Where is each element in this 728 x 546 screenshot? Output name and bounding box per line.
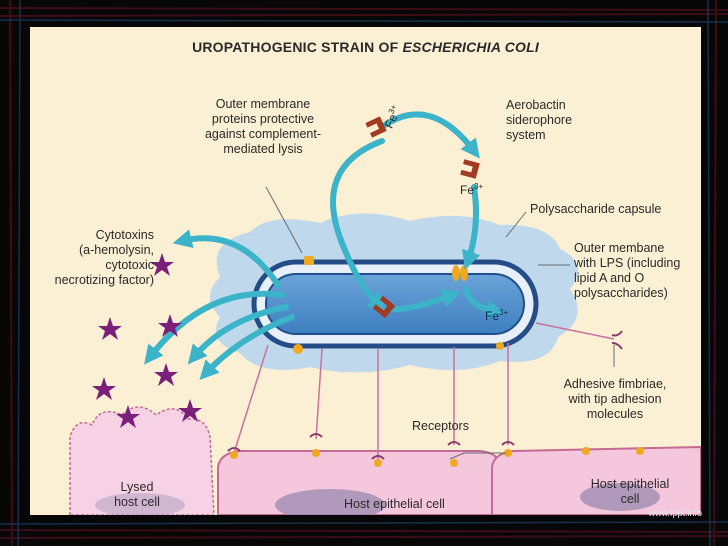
label-polysaccharide-capsule: Polysaccharide capsule bbox=[530, 202, 662, 216]
host-cells bbox=[69, 406, 701, 515]
ecoli-diagram bbox=[69, 111, 701, 515]
label-cytotoxins: Cytotoxins (a-hemolysin, cytotoxic necro… bbox=[54, 228, 154, 287]
leader-lines bbox=[265, 186, 615, 460]
label-aerobactin: Aerobactin siderophore system bbox=[506, 98, 573, 142]
label-host-epithelial-cell-2: Host epithelial cell bbox=[590, 477, 670, 506]
watermark: www.fppt.info bbox=[648, 508, 702, 518]
label-host-epithelial-cell: Host epithelial cell bbox=[344, 497, 445, 511]
label-outer-membrane-proteins: Outer membrane proteins protective again… bbox=[204, 97, 322, 156]
label-outer-membrane-lps: Outer membane with LPS (including lipid … bbox=[574, 241, 681, 300]
diagram-title: UROPATHOGENIC STRAIN OF ESCHERICHIA COLI bbox=[192, 39, 539, 55]
label-fe-right: Fe3+ bbox=[460, 182, 484, 197]
fimbriae bbox=[227, 322, 623, 460]
label-fe-inside: Fe3+ bbox=[485, 308, 509, 323]
label-adhesive-fimbriae: Adhesive fimbriae, with tip adhesion mol… bbox=[563, 377, 667, 421]
label-lysed-host-cell: Lysed host cell bbox=[114, 480, 160, 509]
toxin-arrows bbox=[144, 229, 295, 380]
siderophore-arrows bbox=[330, 111, 506, 320]
diagram-panel: UROPATHOGENIC STRAIN OF ESCHERICHIA COLI… bbox=[30, 27, 701, 515]
receptors-dots bbox=[230, 447, 644, 467]
label-receptors: Receptors bbox=[412, 419, 469, 433]
siderophore-shapes bbox=[365, 116, 480, 319]
toxin-stars bbox=[92, 253, 202, 428]
